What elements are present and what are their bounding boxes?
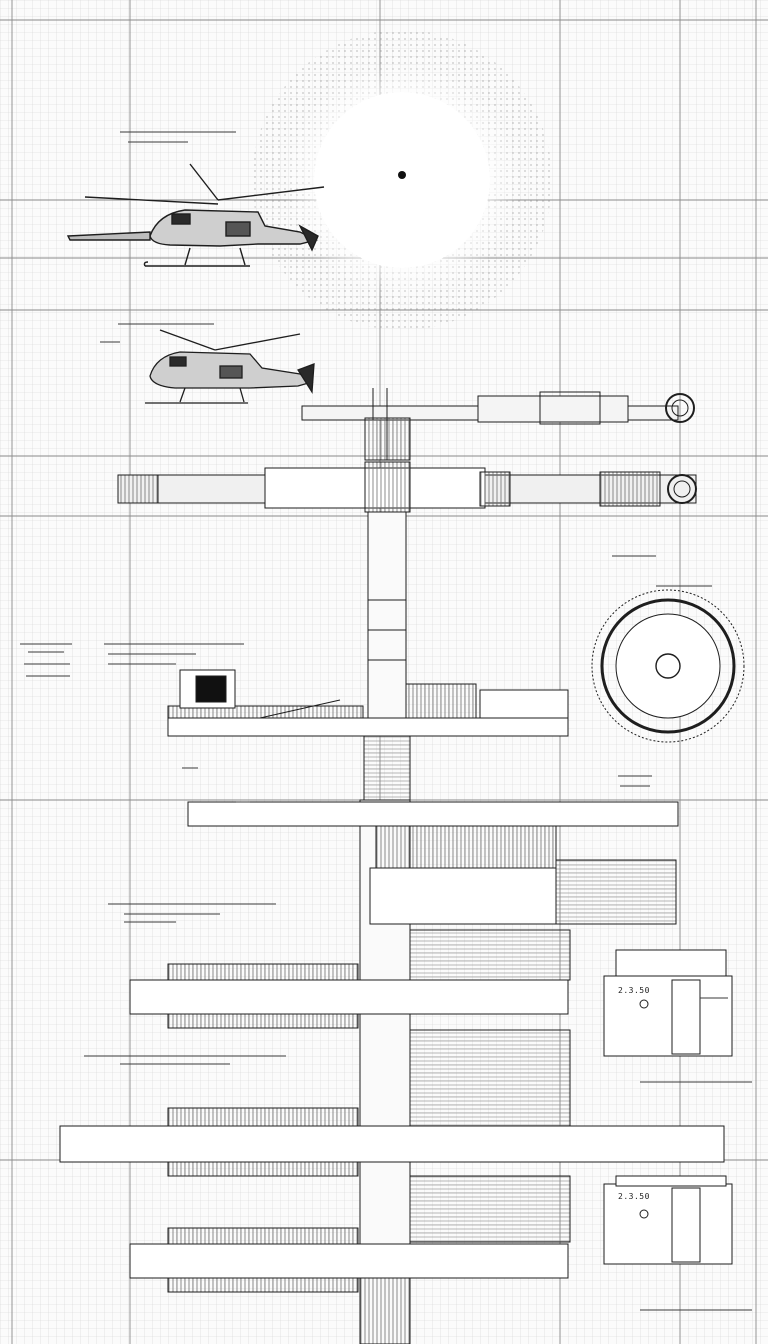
annotation-lines [20,131,752,1311]
detail-box-b [603,1175,733,1265]
deck-platform [167,669,569,737]
lower-crane-arm [117,461,697,513]
structural-floors [59,801,725,1344]
detail-label-a: 2.3.50 [618,986,650,995]
helicopter-icon [66,163,325,267]
upper-crane-arm [301,388,695,461]
sun-dot-icon [252,30,552,330]
helicopter-icon [145,329,315,404]
central-mast [359,511,411,1344]
detail-box-a [603,949,733,1057]
drum-detail [591,589,745,743]
detail-label-b: 2.3.50 [618,1192,650,1201]
